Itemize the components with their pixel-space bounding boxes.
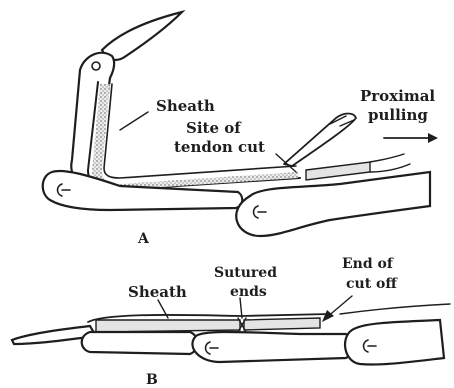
pull-label-a-line1: Proximal bbox=[360, 87, 435, 105]
cutoff-arrowhead-b bbox=[322, 310, 334, 322]
scalpel-icon bbox=[284, 114, 356, 167]
panel-label-b: B bbox=[146, 372, 158, 388]
middle-phalanx-b bbox=[82, 332, 198, 354]
pull-label-a-line2: pulling bbox=[368, 106, 428, 124]
cut-label-a-line2: tendon cut bbox=[174, 138, 265, 156]
cutoff-label-b-line1: End of bbox=[342, 256, 394, 272]
panel-b: Sheath Sutured ends End of cut off B bbox=[12, 256, 450, 388]
sutured-leader-b bbox=[240, 298, 242, 318]
tendon-a-proximal-tail bbox=[370, 154, 410, 172]
cut-label-a-line1: Site of bbox=[186, 119, 242, 137]
distal-phalanx-a bbox=[102, 12, 182, 60]
sutured-label-b-line1: Sutured bbox=[214, 265, 277, 281]
sheath-leader-a bbox=[120, 112, 148, 130]
cutoff-label-b-line2: cut off bbox=[346, 276, 398, 292]
sheath-label-a: Sheath bbox=[156, 97, 215, 115]
sutured-label-b-line2: ends bbox=[230, 284, 267, 300]
tendon-b-proximal bbox=[244, 318, 320, 330]
metacarpal-a bbox=[236, 172, 430, 236]
tendon-b-distal bbox=[96, 320, 240, 332]
proximal-phalanx-b bbox=[192, 332, 352, 362]
tendon-a-proximal bbox=[306, 162, 370, 180]
sheath-label-b: Sheath bbox=[128, 283, 187, 301]
metacarpal-b bbox=[345, 320, 444, 365]
panel-label-a: A bbox=[137, 231, 150, 247]
pull-arrowhead-a bbox=[428, 133, 438, 143]
panel-a: Sheath Site of tendon cut Proximal pulli… bbox=[43, 12, 438, 247]
finger-contour-b bbox=[340, 304, 450, 314]
